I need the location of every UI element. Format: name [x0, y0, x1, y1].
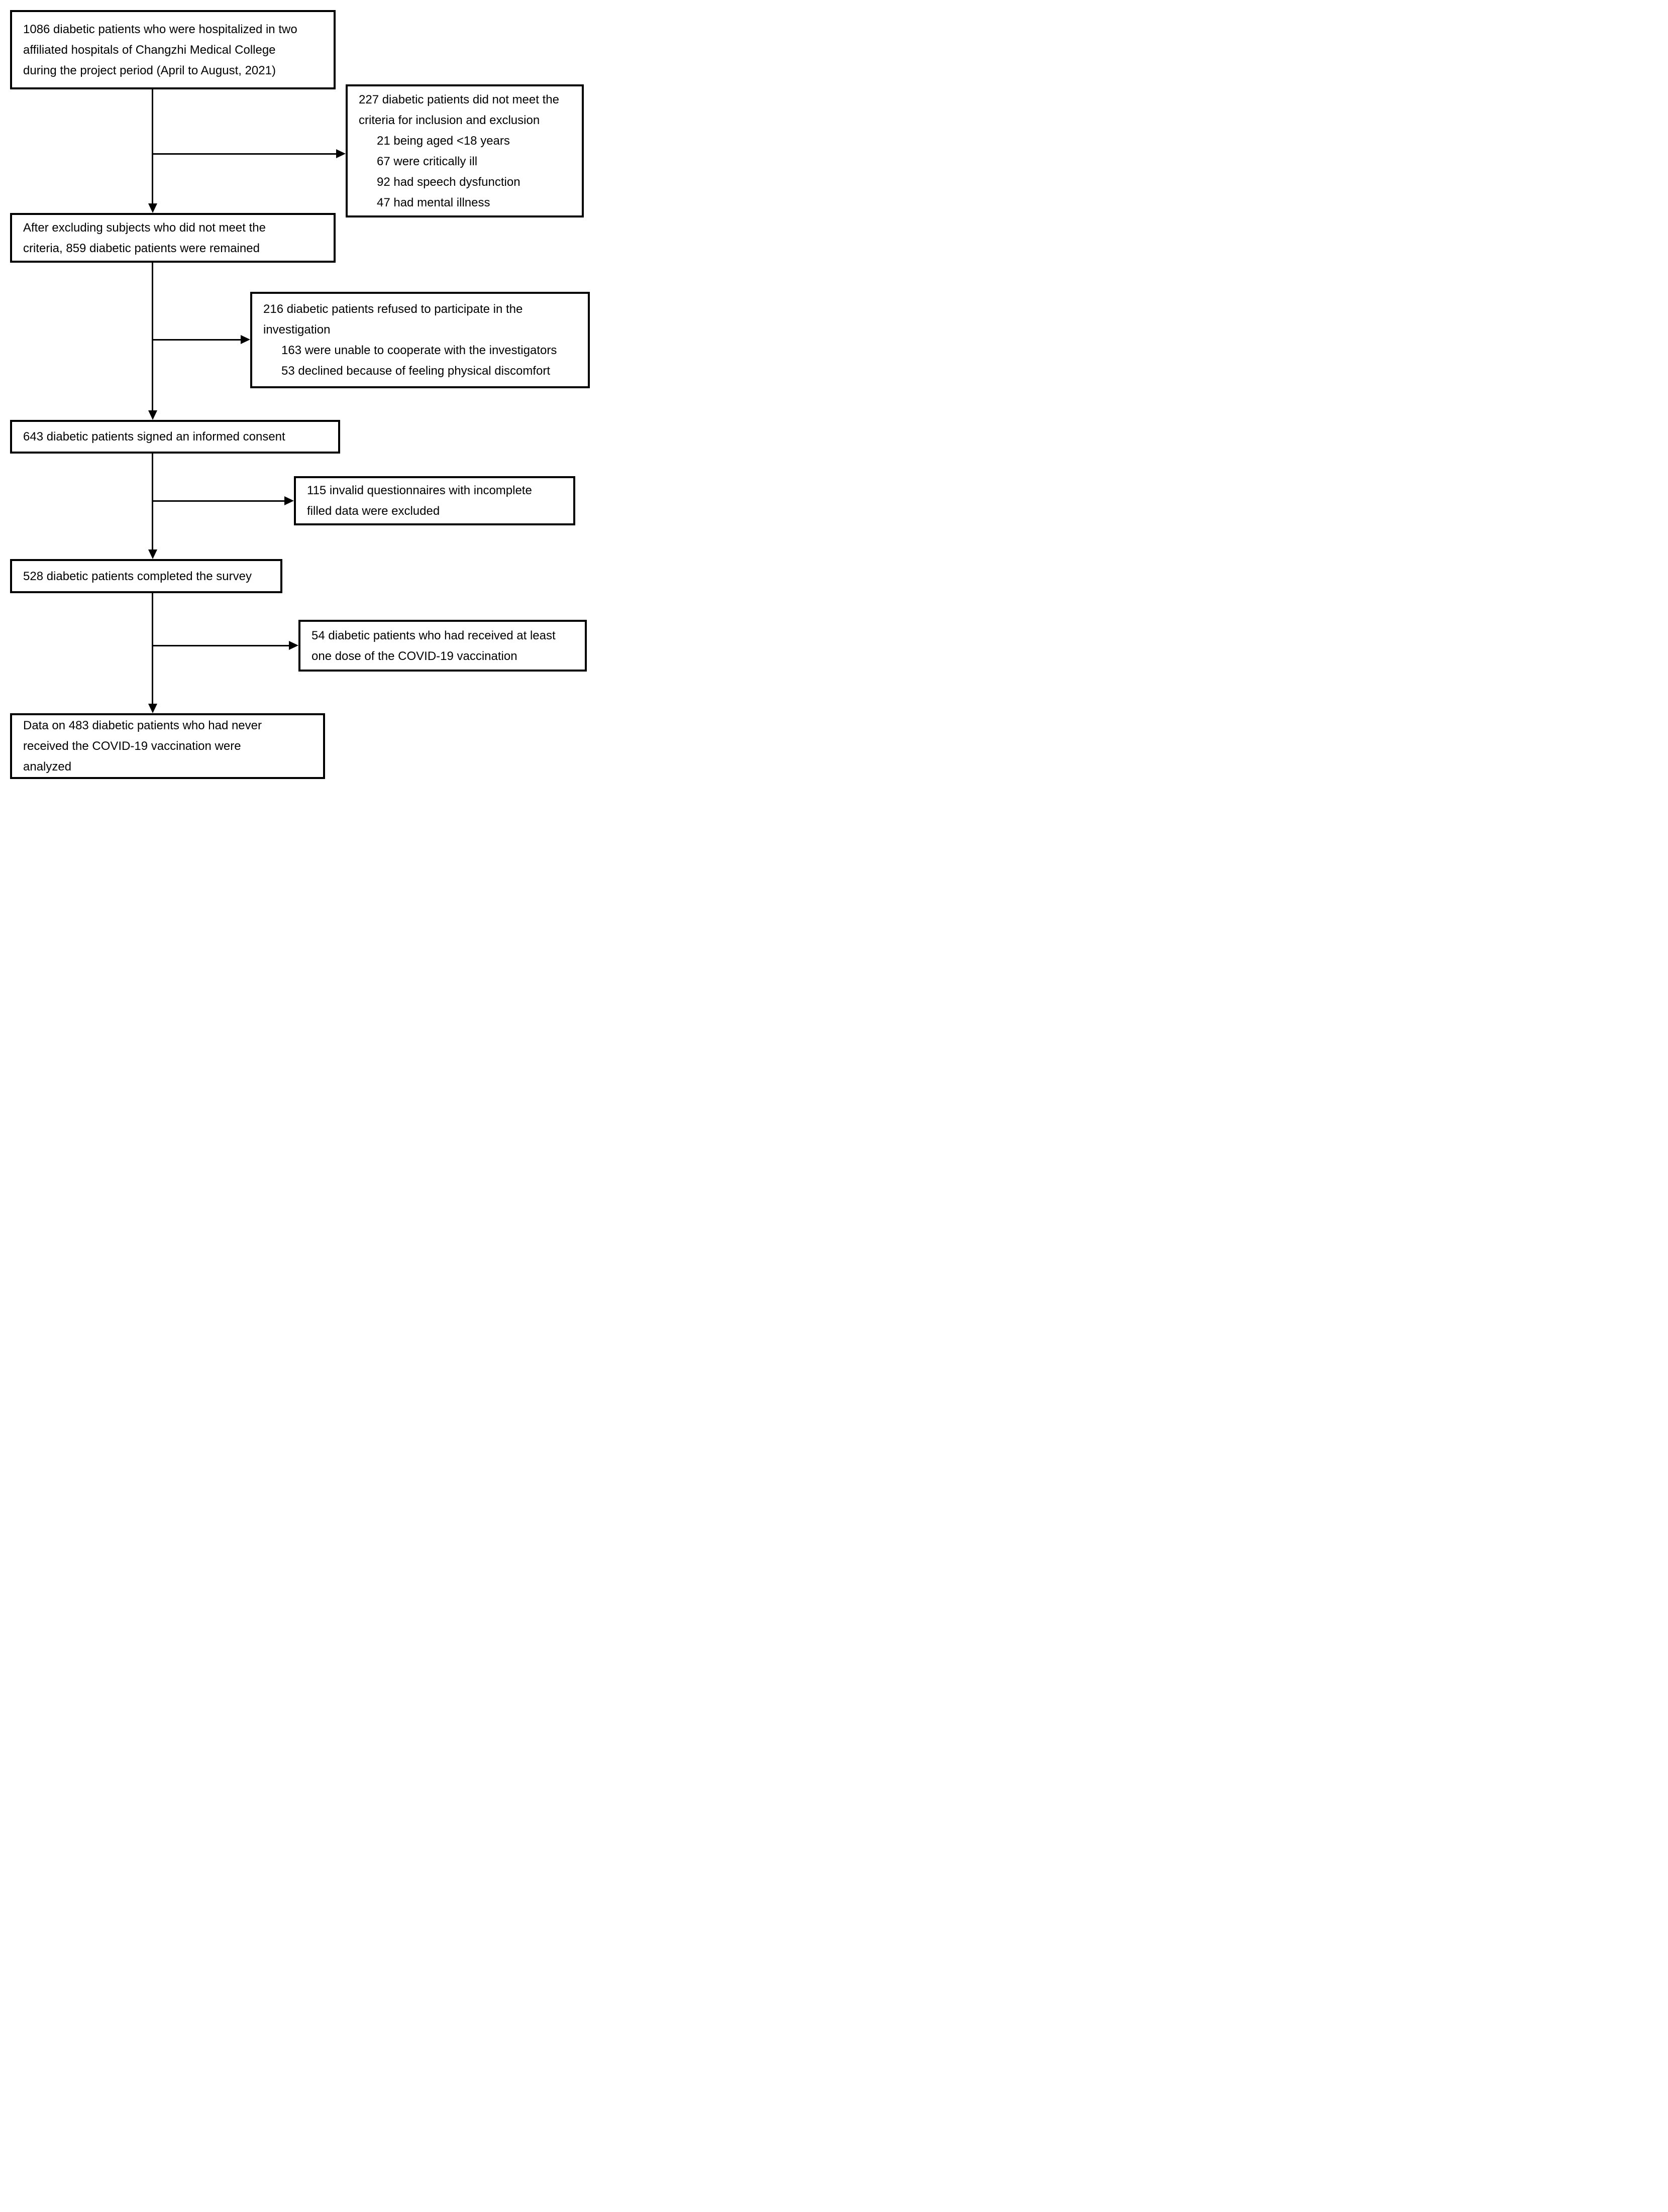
box-text-line: affiliated hospitals of Changzhi Medical… [23, 43, 276, 57]
box-text-line: 216 diabetic patients refused to partici… [263, 302, 523, 316]
flow-box-refused-to-participate: 216 diabetic patients refused to partici… [250, 292, 590, 388]
arrow-down-head-4 [148, 704, 157, 713]
box-text-line: 53 declined because of feeling physical … [281, 364, 550, 378]
box-text-line: 47 had mental illness [377, 195, 490, 209]
arrow-down-head-2 [148, 410, 157, 420]
flow-box-completed-survey: 528 diabetic patients completed the surv… [10, 559, 282, 593]
flow-box-analyzed-patients: Data on 483 diabetic patients who had ne… [10, 713, 325, 779]
box-text-line: After excluding subjects who did not mee… [23, 220, 266, 235]
arrow-down-line-1 [152, 89, 153, 204]
box-text-line: received the COVID-19 vaccination were [23, 739, 241, 753]
box-text-line: 54 diabetic patients who had received at… [311, 628, 556, 642]
box-text-line: 643 diabetic patients signed an informed… [23, 430, 285, 444]
arrow-down-line-4 [152, 593, 153, 704]
flow-box-did-not-meet-criteria: 227 diabetic patients did not meet the c… [346, 84, 584, 217]
arrow-down-line-2 [152, 263, 153, 411]
arrow-down-head-1 [148, 203, 157, 213]
arrow-down-head-3 [148, 549, 157, 559]
box-text-line: analyzed [23, 760, 72, 773]
arrow-right-head-2 [241, 335, 250, 344]
arrow-down-line-3 [152, 454, 153, 550]
arrow-right-head-1 [336, 149, 346, 158]
arrow-right-head-3 [284, 496, 294, 505]
arrow-right-line-4 [152, 644, 289, 646]
box-text-line: 163 were unable to cooperate with the in… [281, 344, 557, 357]
box-text-line: 21 being aged <18 years [377, 134, 510, 148]
box-text-line: filled data were excluded [307, 504, 440, 518]
box-text-line: criteria, 859 diabetic patients were rem… [23, 241, 260, 255]
box-text-line: during the project period (April to Augu… [23, 63, 276, 77]
flow-box-received-vaccination: 54 diabetic patients who had received at… [298, 620, 587, 672]
box-text-line: 227 diabetic patients did not meet the [359, 92, 559, 106]
box-text-line: Data on 483 diabetic patients who had ne… [23, 719, 262, 732]
box-text-line: 115 invalid questionnaires with incomple… [307, 484, 532, 497]
box-text-line: investigation [263, 323, 331, 337]
arrow-right-line-3 [152, 500, 285, 502]
box-text-line: criteria for inclusion and exclusion [359, 113, 540, 127]
arrow-right-head-4 [289, 641, 298, 650]
flow-box-invalid-questionnaires: 115 invalid questionnaires with incomple… [294, 476, 575, 525]
patient-enrollment-flowchart: 1086 diabetic patients who were hospital… [0, 0, 596, 790]
box-text-line: 67 were critically ill [377, 154, 478, 168]
box-text-line: one dose of the COVID-19 vaccination [311, 649, 517, 663]
box-text-line: 1086 diabetic patients who were hospital… [23, 22, 297, 36]
arrow-right-line-2 [152, 339, 241, 341]
box-text-line: 92 had speech dysfunction [377, 175, 520, 189]
flow-box-signed-informed-consent: 643 diabetic patients signed an informed… [10, 420, 340, 454]
flow-box-hospitalized-patients: 1086 diabetic patients who were hospital… [10, 10, 336, 89]
box-text-line: 528 diabetic patients completed the surv… [23, 569, 252, 583]
arrow-right-line-1 [152, 153, 337, 155]
flow-box-remained-after-exclusion: After excluding subjects who did not mee… [10, 213, 336, 263]
